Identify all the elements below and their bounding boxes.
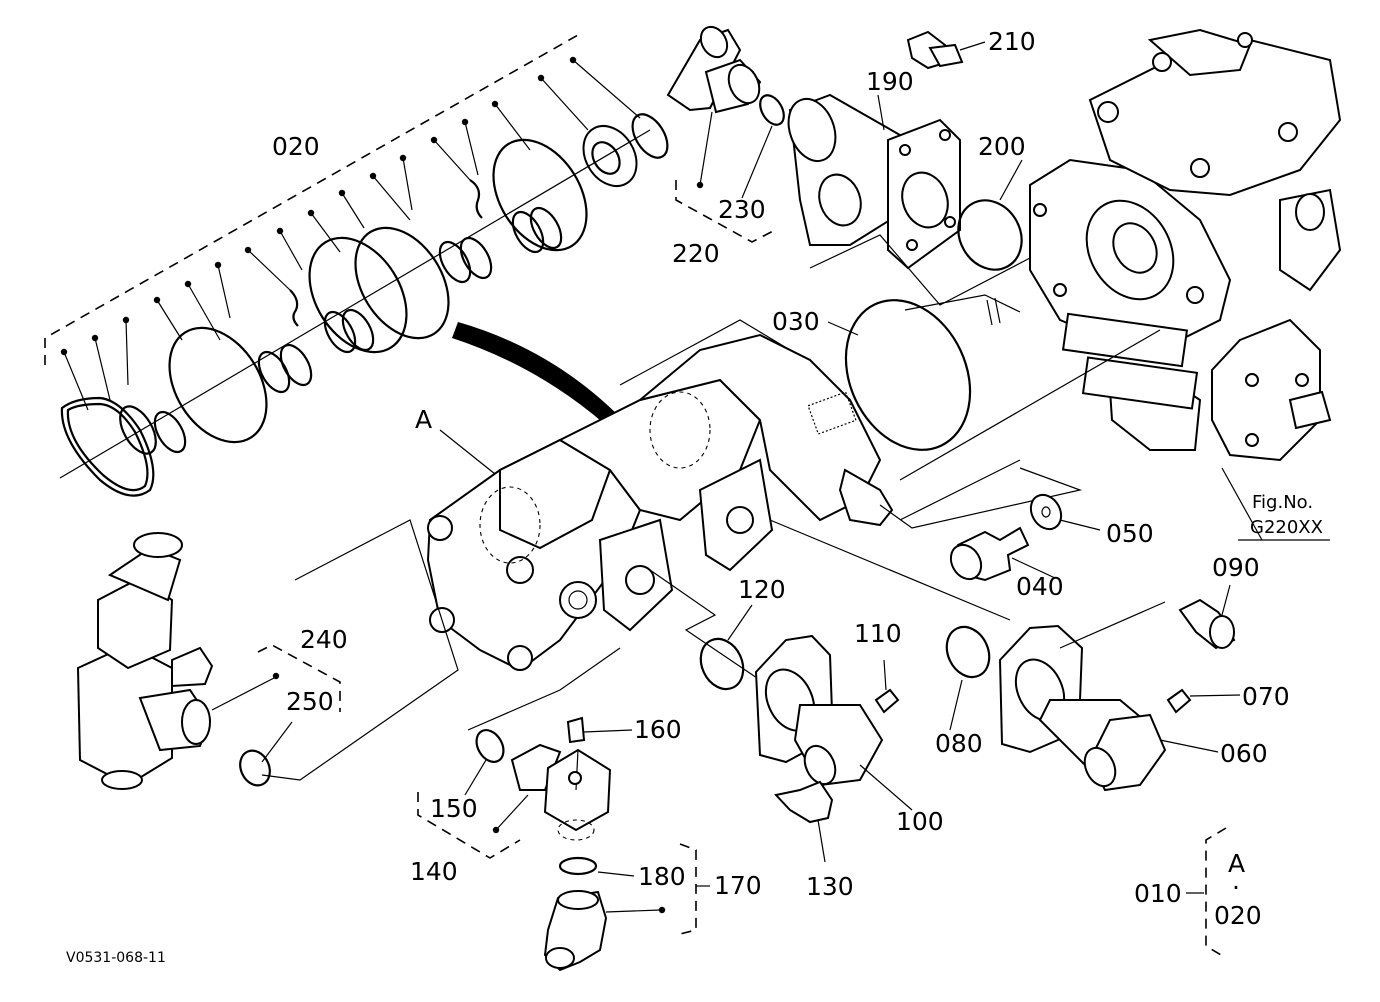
legend-assembly-number: 010 — [1134, 879, 1182, 908]
callout-ref-a: A — [415, 405, 432, 434]
plug-washer-group: 050 040 — [879, 467, 1154, 601]
seal-kit-bracket — [44, 34, 579, 365]
snap-ring — [631, 113, 669, 159]
tee-fitting-group: 240 250 — [76, 519, 459, 790]
callout-240: 240 — [300, 625, 348, 654]
gasket-030: 030 — [772, 299, 972, 451]
figure-code: V0531-068-11 — [66, 950, 166, 966]
callout-210: 210 — [988, 27, 1036, 56]
callout-090: 090 — [1212, 553, 1260, 582]
assembly-legend: 010 A · 020 — [1134, 827, 1262, 959]
callout-120: 120 — [738, 575, 786, 604]
callout-070: 070 — [1242, 682, 1290, 711]
outlet-flange-group: 080 060 070 090 — [769, 519, 1290, 792]
callout-200: 200 — [978, 132, 1026, 161]
bracket-140 — [417, 792, 521, 859]
callout-100: 100 — [896, 807, 944, 836]
bracket-170 — [679, 843, 697, 935]
callout-110: 110 — [854, 619, 902, 648]
callout-080: 080 — [935, 729, 983, 758]
callout-170: 170 — [714, 871, 762, 900]
callout-030: 030 — [772, 307, 820, 336]
figure-number: Fig.No. G220XX — [1221, 467, 1330, 541]
fitting-group-140-180: 150 140 160 180 170 — [410, 647, 762, 972]
fig-no-value: G220XX — [1250, 517, 1323, 538]
callout-060: 060 — [1220, 739, 1268, 768]
inlet-flange-group: 120 100 110 130 — [649, 569, 944, 901]
callout-140: 140 — [410, 857, 458, 886]
top-fittings-group: 230 220 190 210 200 — [666, 25, 1036, 306]
callout-180: 180 — [638, 862, 686, 891]
bracket-220 — [675, 180, 776, 243]
seal-kit-020-group: 020 — [44, 34, 669, 497]
legend-bracket — [1205, 827, 1227, 959]
bracket-240 — [257, 644, 341, 712]
callout-020: 020 — [272, 132, 320, 161]
callout-230: 230 — [718, 195, 766, 224]
drive-housing — [1029, 28, 1342, 462]
seal-kit-leaders — [63, 59, 641, 411]
pump-outline-guide — [619, 319, 791, 386]
o-ring-large-2 — [308, 236, 408, 354]
callout-160: 160 — [634, 715, 682, 744]
callout-220: 220 — [672, 239, 720, 268]
fig-no-label: Fig.No. — [1252, 492, 1313, 513]
callout-150: 150 — [430, 794, 478, 823]
gear-pump-body: A — [415, 333, 894, 672]
o-ring-large-1 — [168, 326, 268, 444]
main-shaft-axis — [899, 329, 1161, 481]
legend-item-b: 020 — [1214, 901, 1262, 930]
pointer-arrow — [452, 322, 672, 490]
o-ring-large-3 — [354, 226, 450, 340]
legend-separator: · — [1232, 873, 1240, 902]
legend-item-a: A — [1228, 849, 1245, 878]
callout-190: 190 — [866, 67, 914, 96]
seal-kit-axis — [59, 129, 651, 479]
oil-seal — [582, 125, 638, 187]
callout-130: 130 — [806, 872, 854, 901]
callout-250: 250 — [286, 687, 334, 716]
callout-050: 050 — [1106, 519, 1154, 548]
square-seal-ring — [60, 396, 155, 497]
callout-040: 040 — [1016, 572, 1064, 601]
o-ring-large-4 — [492, 138, 588, 252]
